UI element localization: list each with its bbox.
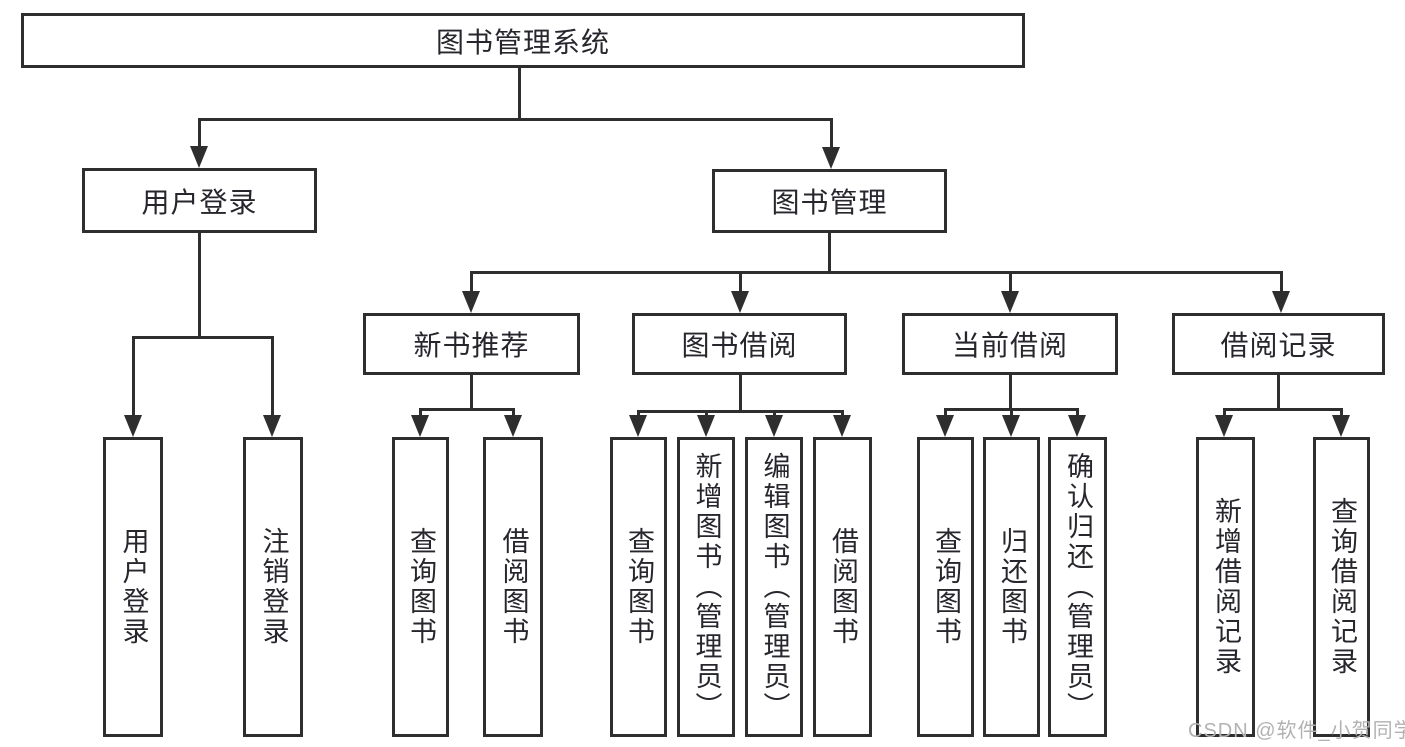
arrowhead-leaf bbox=[1068, 415, 1086, 437]
leaf-borrow-books-recommend: 借阅图书 bbox=[483, 437, 543, 737]
arrowhead-newbook bbox=[462, 291, 480, 313]
arrowhead-book-mgmt bbox=[822, 147, 840, 169]
connector-newbook-branch bbox=[419, 408, 515, 411]
leaf-add-borrow-record-label: 新增借阅记录 bbox=[1211, 497, 1241, 677]
connector-user-branch bbox=[132, 336, 274, 339]
node-system-root: 图书管理系统 bbox=[21, 13, 1025, 68]
node-user-login-label: 用户登录 bbox=[141, 186, 258, 218]
connector-user-branch-stem bbox=[198, 233, 201, 336]
connector-records-branch-stem bbox=[1277, 375, 1280, 408]
leaf-user-login: 用户登录 bbox=[103, 437, 163, 737]
leaf-edit-books-admin: 编辑图书（管理员） bbox=[745, 437, 803, 737]
leaf-borrow-books: 借阅图书 bbox=[813, 437, 872, 737]
connector-leaf-login-stem bbox=[132, 336, 135, 416]
connector-leaf-stem bbox=[705, 410, 708, 417]
node-new-book-recommend: 新书推荐 bbox=[363, 313, 580, 375]
arrowhead-leaf bbox=[765, 415, 783, 437]
leaf-user-login-label: 用户登录 bbox=[118, 527, 149, 647]
connector-borrow-branch-stem bbox=[739, 375, 742, 410]
arrowhead-leaf bbox=[936, 415, 954, 437]
node-borrow-records: 借阅记录 bbox=[1172, 313, 1385, 375]
connector-current-branch-stem bbox=[1009, 375, 1012, 408]
arrowhead-leaf bbox=[504, 415, 522, 437]
connector-leaf-stem bbox=[1223, 408, 1226, 417]
arrowhead-leaf bbox=[1215, 415, 1233, 437]
leaf-borrow-books-recommend-label: 借阅图书 bbox=[498, 527, 529, 647]
leaf-borrow-books-label: 借阅图书 bbox=[828, 527, 858, 647]
leaf-query-books-borrow: 查询图书 bbox=[610, 437, 667, 737]
node-book-borrow-label: 图书借阅 bbox=[681, 330, 798, 361]
node-user-login: 用户登录 bbox=[82, 168, 317, 233]
arrowhead-user-login bbox=[190, 146, 208, 168]
connector-records-stem bbox=[1280, 271, 1283, 293]
leaf-return-books-label: 归还图书 bbox=[997, 527, 1027, 647]
connector-leaf-stem bbox=[1340, 408, 1343, 417]
leaf-query-books-recommend-label: 查询图书 bbox=[406, 527, 436, 647]
leaf-query-books-current-label: 查询图书 bbox=[931, 527, 961, 647]
node-book-management-label: 图书管理 bbox=[771, 187, 888, 218]
leaf-query-books-borrow-label: 查询图书 bbox=[624, 527, 654, 647]
leaf-add-books-admin-label: 新增图书（管理员） bbox=[691, 452, 722, 722]
connector-user-login-stem bbox=[198, 118, 201, 148]
arrowhead-current bbox=[1001, 291, 1019, 313]
connector-leaf-stem bbox=[512, 408, 515, 417]
leaf-query-books-recommend: 查询图书 bbox=[392, 437, 449, 737]
connector-leaf-stem bbox=[841, 410, 844, 417]
leaf-add-books-admin: 新增图书（管理员） bbox=[677, 437, 735, 737]
connector-leaf-stem bbox=[637, 410, 640, 417]
arrowhead-leaf bbox=[411, 415, 429, 437]
node-new-book-recommend-label: 新书推荐 bbox=[413, 330, 530, 361]
leaf-query-borrow-record: 查询借阅记录 bbox=[1313, 437, 1370, 737]
leaf-logout: 注销登录 bbox=[243, 437, 303, 737]
connector-root-stem bbox=[518, 68, 521, 118]
arrowhead-leaf-logout bbox=[263, 415, 281, 437]
connector-newbook-stem bbox=[470, 271, 473, 293]
connector-mgmt-branch bbox=[470, 271, 1282, 274]
leaf-add-borrow-record: 新增借阅记录 bbox=[1196, 437, 1255, 737]
connector-mgmt-branch-stem bbox=[828, 233, 831, 273]
leaf-logout-label: 注销登录 bbox=[258, 527, 289, 647]
leaf-return-books: 归还图书 bbox=[983, 437, 1040, 737]
node-borrow-records-label: 借阅记录 bbox=[1220, 330, 1337, 361]
leaf-query-books-current: 查询图书 bbox=[917, 437, 974, 737]
arrowhead-borrow bbox=[731, 291, 749, 313]
connector-borrow-stem bbox=[739, 271, 742, 293]
connector-root-branch bbox=[198, 118, 833, 121]
arrowhead-leaf bbox=[1002, 415, 1020, 437]
connector-newbook-branch-stem bbox=[470, 374, 473, 408]
arrowhead-leaf bbox=[833, 415, 851, 437]
node-system-root-label: 图书管理系统 bbox=[435, 26, 610, 58]
arrowhead-leaf bbox=[697, 415, 715, 437]
connector-leaf-stem bbox=[419, 408, 422, 417]
connector-book-mgmt-stem bbox=[830, 118, 833, 148]
arrowhead-leaf-login bbox=[124, 415, 142, 437]
csdn-watermark: CSDN @软件_小贺同学 bbox=[1188, 720, 1405, 742]
connector-records-branch bbox=[1223, 408, 1343, 411]
arrowhead-records bbox=[1272, 291, 1290, 313]
arrowhead-leaf bbox=[629, 415, 647, 437]
node-current-borrow: 当前借阅 bbox=[902, 313, 1118, 375]
leaf-confirm-return-admin-label: 确认归还（管理员） bbox=[1063, 452, 1093, 722]
connector-leaf-stem bbox=[773, 410, 776, 417]
connector-leaf-logout-stem bbox=[271, 336, 274, 416]
node-book-management: 图书管理 bbox=[712, 169, 947, 233]
leaf-query-borrow-record-label: 查询借阅记录 bbox=[1327, 497, 1357, 677]
connector-leaf-stem bbox=[1010, 408, 1013, 417]
connector-leaf-stem bbox=[944, 408, 947, 417]
connector-borrow-branch bbox=[637, 410, 844, 413]
leaf-edit-books-admin-label: 编辑图书（管理员） bbox=[759, 452, 790, 722]
connector-current-stem bbox=[1009, 271, 1012, 293]
connector-leaf-stem bbox=[1076, 408, 1079, 417]
leaf-confirm-return-admin: 确认归还（管理员） bbox=[1048, 437, 1107, 737]
arrowhead-leaf bbox=[1332, 415, 1350, 437]
node-current-borrow-label: 当前借阅 bbox=[951, 330, 1068, 361]
node-book-borrow: 图书借阅 bbox=[632, 313, 847, 375]
